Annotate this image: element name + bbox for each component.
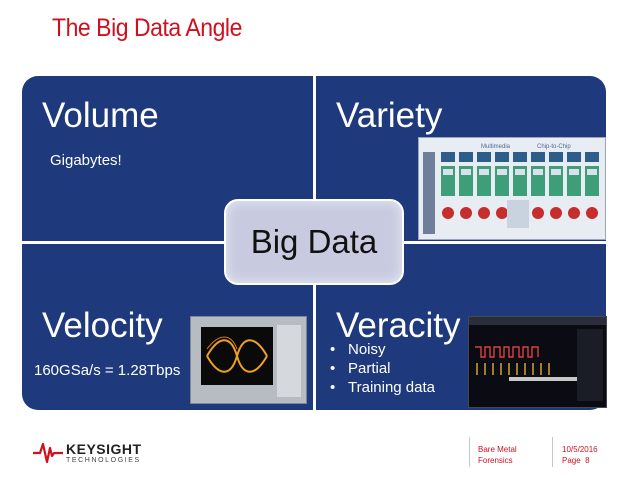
footer-date-page: 10/5/2016 Page 8 <box>562 444 598 466</box>
footer-divider <box>469 437 470 467</box>
variety-diagram-graphic: Multimedia Chip-to-Chip <box>423 144 599 234</box>
logo-wordmark: KEYSIGHT <box>66 441 142 457</box>
bullet-item: Noisy <box>330 340 435 359</box>
variety-header-right: Chip-to-Chip <box>537 144 571 150</box>
footer-page-label: Page <box>562 456 581 465</box>
center-label: Big Data <box>250 223 378 260</box>
variety-header-left: Multimedia <box>481 144 511 150</box>
footer-page: Page 8 <box>562 455 598 466</box>
footer-page-number: 8 <box>585 456 590 465</box>
volume-note: Gigabytes! <box>50 152 122 169</box>
velocity-note: 160GSa/s = 1.28Tbps <box>34 362 181 379</box>
footer-date: 10/5/2016 <box>562 445 598 454</box>
analyzer-waveform-graphic <box>469 317 606 401</box>
eye-diagram-graphic <box>206 336 268 373</box>
logic-analyzer-image <box>468 316 607 408</box>
big-data-center-box: Big Data <box>224 199 404 285</box>
footer-section-line2: Forensics <box>478 456 513 465</box>
variety-diagram-image: Multimedia Chip-to-Chip <box>418 137 606 240</box>
keysight-logo-icon <box>33 442 63 464</box>
footer-section: Bare Metal Forensics <box>478 444 517 466</box>
slide-title: The Big Data Angle <box>52 14 242 42</box>
bullet-item: Partial <box>330 359 435 378</box>
footer-section-line1: Bare Metal <box>478 445 517 454</box>
quadrant-variety-label: Variety <box>336 96 443 135</box>
oscilloscope-image <box>190 316 307 404</box>
quadrant-volume-label: Volume <box>42 96 159 135</box>
bullet-item: Training data <box>330 378 435 397</box>
veracity-bullet-list: Noisy Partial Training data <box>330 340 435 397</box>
footer-divider <box>552 437 553 467</box>
quadrant-veracity-label: Veracity <box>336 306 461 345</box>
logo-subtitle: TECHNOLOGIES <box>66 457 141 464</box>
quadrant-velocity-label: Velocity <box>42 306 163 345</box>
